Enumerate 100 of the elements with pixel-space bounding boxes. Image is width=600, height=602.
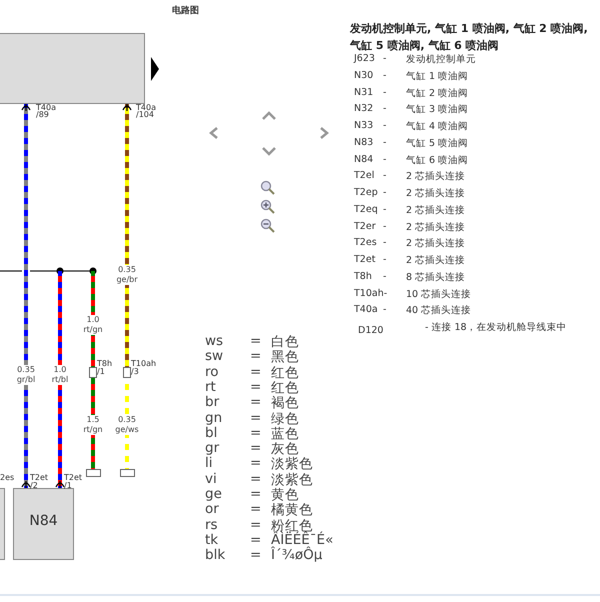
wire	[58, 271, 62, 488]
part-code: T2er	[354, 220, 376, 232]
color-name: 黑色	[271, 348, 299, 366]
color-name: 白色	[271, 333, 299, 350]
part-description: 发动机控制单元	[406, 53, 476, 66]
part-code: T2ep	[354, 187, 378, 198]
part-description: 气缸 5 喷油阀	[406, 136, 468, 150]
part-code: J623	[354, 53, 375, 64]
page-heading: 电路图	[172, 4, 199, 17]
separator-dash: -	[383, 86, 386, 98]
color-name: ÂÌËÉÊ¯É«	[271, 532, 334, 548]
part-description: 40 芯插头连接	[406, 304, 472, 318]
color-name: 蓝色	[271, 425, 299, 442]
equals-sign: =	[250, 348, 262, 364]
wire	[24, 104, 28, 488]
pin-label: /2	[30, 482, 38, 490]
color-code: tk	[205, 532, 218, 548]
separator-dash: -	[383, 187, 386, 198]
pin-label: T8h	[97, 360, 112, 368]
color-code: gn	[205, 410, 222, 426]
part-code: T2eq	[354, 204, 378, 215]
color-code: vi	[205, 470, 217, 487]
separator-dash: -	[383, 136, 386, 148]
equals-sign: =	[250, 440, 262, 456]
color-code: bl	[205, 424, 218, 441]
separator-dash: -	[383, 53, 386, 64]
separator-dash: -	[383, 254, 386, 265]
color-name: 灰色	[271, 440, 299, 458]
part-code: N31	[354, 86, 374, 98]
color-code: blk	[205, 547, 226, 564]
pin-label: 2es	[0, 474, 14, 482]
terminal-box	[120, 469, 135, 477]
color-code: br	[205, 394, 220, 410]
color-name: 红色	[271, 378, 299, 396]
pin-label: T10ah	[131, 360, 156, 368]
color-name: 淡紫色	[271, 470, 313, 488]
separator-dash: -	[383, 103, 386, 114]
part-description: 2 芯插头连接	[406, 237, 466, 250]
equals-sign: =	[250, 516, 262, 533]
equals-sign: =	[250, 532, 262, 548]
part-code: T2es	[354, 237, 377, 248]
color-name: 橘黄色	[271, 501, 313, 519]
equals-sign: =	[250, 424, 262, 441]
equals-sign: =	[250, 470, 262, 487]
color-code: sw	[205, 348, 224, 364]
color-name: Î´¾øÔµ	[271, 547, 322, 564]
separator-dash: -	[383, 154, 386, 164]
equals-sign: =	[250, 364, 262, 380]
equals-sign: =	[250, 455, 262, 472]
separator-dash: -	[383, 120, 386, 131]
wire	[125, 104, 129, 367]
color-code: gr	[205, 440, 220, 456]
part-code: N30	[354, 70, 374, 81]
part-description: 气缸 1 喷油阀	[406, 70, 468, 83]
pin-label: T40a	[136, 104, 156, 112]
color-code: ge	[205, 486, 222, 502]
equals-sign: =	[250, 378, 262, 395]
part-description: 2 芯插头连接	[406, 204, 466, 217]
part-description: 2 芯插头连接	[406, 170, 466, 184]
part-description: 气缸 3 喷油阀	[406, 103, 468, 116]
part-code: N32	[354, 103, 374, 114]
color-code: rt	[205, 378, 216, 395]
part-code: D120	[358, 325, 384, 336]
separator-dash: -	[383, 237, 386, 248]
part-description: - 连接 18，在发动机舱导线束中	[425, 321, 567, 334]
pin-label: T2et	[64, 474, 82, 482]
color-name: 淡紫色	[271, 455, 313, 472]
part-description: 2 芯插头连接	[406, 254, 466, 267]
equals-sign: =	[250, 394, 262, 410]
separator-dash: -	[383, 304, 386, 316]
control-unit-box	[0, 33, 145, 104]
part-description: 气缸 4 喷油阀	[406, 120, 468, 133]
injector-box	[13, 488, 74, 560]
part-code: T2el	[354, 170, 374, 182]
equals-sign: =	[250, 410, 262, 426]
color-code: ws	[205, 333, 224, 349]
pin-label: /1	[97, 368, 105, 376]
part-code: T8h	[354, 270, 372, 282]
separator-dash: -	[383, 220, 386, 232]
part-code: N83	[354, 136, 374, 148]
color-code: rs	[205, 516, 218, 533]
part-description: 8 芯插头连接	[406, 270, 466, 284]
equals-sign: =	[250, 547, 262, 564]
connector-symbol	[89, 367, 97, 378]
part-code: T40a	[354, 304, 378, 316]
color-code: ro	[205, 364, 219, 380]
separator-dash: -	[383, 170, 386, 182]
pin-label: /3	[131, 368, 139, 376]
color-name: 黄色	[271, 486, 299, 503]
heading: 发动机控制单元, 气缸 1 喷油阀, 气缸 2 喷油阀, 气缸 5 喷油阀, 气缸 6 喷油阀	[350, 21, 589, 54]
part-code: N33	[354, 120, 374, 131]
separator-dash: -	[383, 270, 386, 282]
color-name: 绿色	[271, 410, 299, 426]
separator-dash: -	[383, 70, 386, 81]
part-code: T2et	[354, 254, 376, 265]
color-name: 红色	[271, 364, 299, 381]
part-description: 2 芯插头连接	[406, 220, 466, 234]
part-description: 气缸 2 喷油阀	[406, 86, 468, 100]
color-code: or	[205, 501, 219, 518]
color-name: 褐色	[271, 394, 299, 412]
